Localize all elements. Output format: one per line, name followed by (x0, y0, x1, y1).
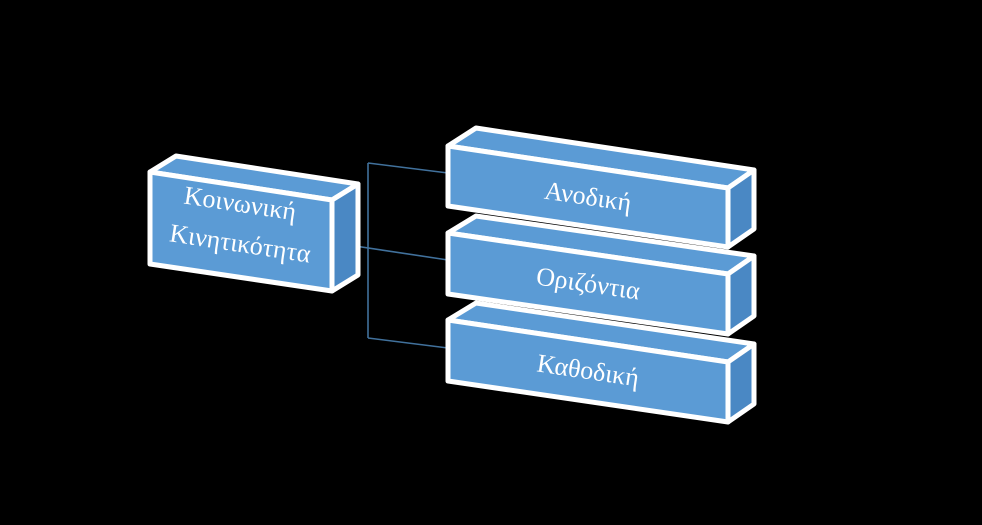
child-box-orizontia-face (445, 230, 731, 337)
root-box-side (329, 181, 361, 294)
connector-to-anodiki (367, 162, 449, 174)
connector-to-kathodiki (367, 337, 449, 349)
root-box (147, 153, 361, 294)
child-box-kathodiki-face (445, 317, 731, 425)
root-box-face (147, 169, 335, 294)
child-box-kathodiki (445, 300, 757, 425)
child-box-orizontia (445, 213, 757, 337)
child-box-anodiki-face (445, 143, 731, 250)
child-box-anodiki (445, 125, 757, 250)
